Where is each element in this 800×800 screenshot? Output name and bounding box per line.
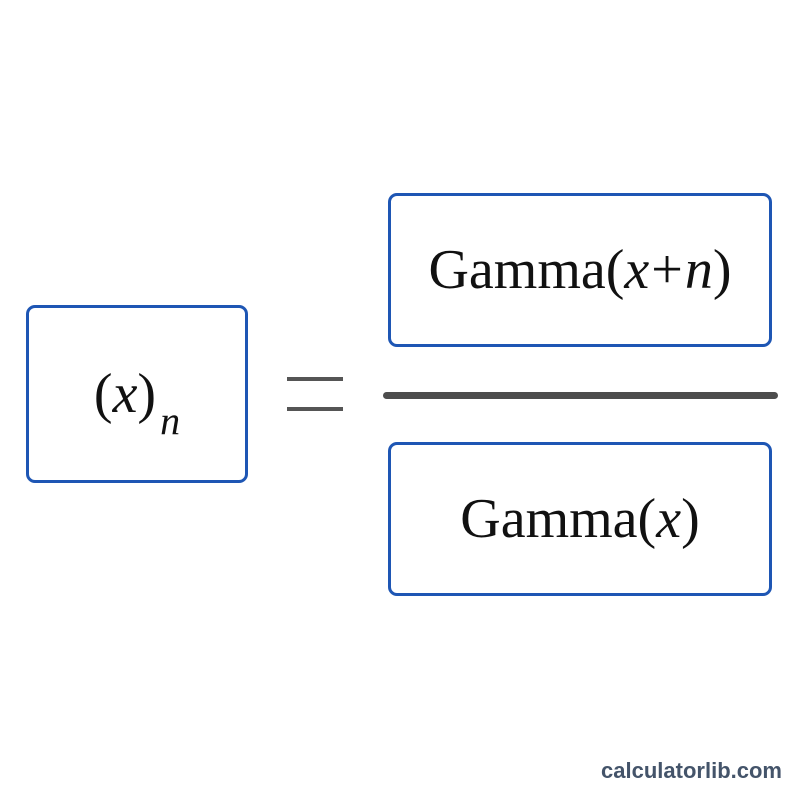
numerator-box: Gamma(x+n)	[388, 193, 772, 347]
equals-bar-bottom	[287, 407, 343, 411]
lhs-box: (x)n	[26, 305, 248, 483]
denominator-function: Gamma	[460, 488, 638, 550]
numerator-close-paren: )	[712, 239, 732, 301]
denominator-close-paren: )	[681, 488, 700, 550]
numerator-function: Gamma	[428, 239, 606, 301]
watermark: calculatorlib.com	[601, 758, 782, 783]
denominator-expression: Gamma(x)	[460, 491, 699, 547]
pochhammer-expression: (x)n	[93, 363, 180, 441]
numerator-open-paren: (	[605, 239, 625, 301]
numerator-expression: Gamma(x+n)	[428, 242, 731, 298]
numerator-variable-n: n	[684, 239, 713, 301]
fraction-line	[383, 392, 778, 399]
equals-bar-top	[287, 377, 343, 381]
lhs-open-paren: (	[93, 363, 113, 425]
lhs-subscript-n: n	[160, 398, 181, 443]
denominator-box: Gamma(x)	[388, 442, 772, 596]
lhs-variable-x: x	[112, 363, 138, 425]
numerator-plus: +	[651, 239, 683, 301]
denominator-variable-x: x	[656, 488, 682, 550]
numerator-variable-x: x	[624, 239, 650, 301]
equals-sign	[287, 377, 343, 411]
lhs-close-paren: )	[137, 363, 157, 425]
denominator-open-paren: (	[637, 488, 657, 550]
